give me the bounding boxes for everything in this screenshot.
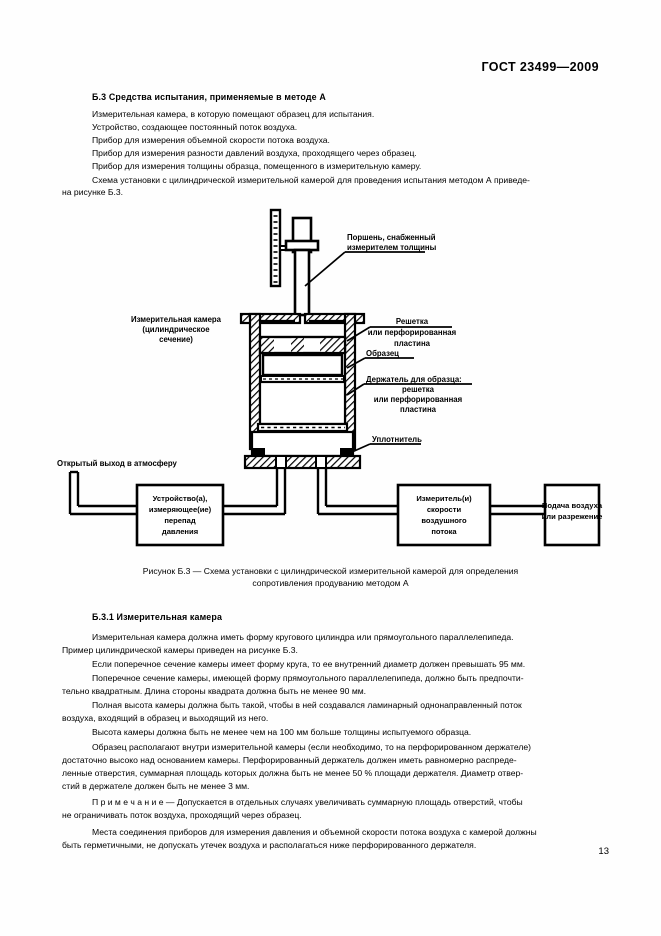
page-number: 13: [598, 846, 609, 857]
b31-p3-l2: тельно квадратным. Длина стороны квадрат…: [62, 686, 367, 696]
pressure-box-line-4: давления: [162, 527, 198, 536]
chamber-label-line-3: сечение): [159, 335, 193, 344]
b31-p6-l3: ленные отверстия, суммарная площадь кото…: [62, 768, 524, 778]
specimen-label: Образец: [366, 349, 399, 358]
upper-grid-plate: [258, 335, 347, 355]
seal-gasket: [253, 448, 352, 457]
piston-label-line-2: измерителем толщины: [347, 243, 437, 252]
grid-label-line-3: пластина: [394, 339, 431, 348]
flow-meter-box: Измеритель(и) скорости воздушного потока: [396, 483, 492, 547]
b31-p6-l1: Образец располагают внутри измерительной…: [92, 742, 532, 752]
b31-p2-l1: Если поперечное сечение камеры имеет фор…: [92, 659, 526, 669]
specimen-block: [261, 353, 344, 377]
b31-p1-l2: Пример цилиндрической камеры приведен на…: [62, 645, 298, 655]
chamber-plenum: [250, 430, 355, 458]
pressure-box-line-2: измеряющее(ие): [149, 505, 212, 514]
chamber-top-flange: [239, 312, 366, 325]
flow-box-line-3: воздушного: [421, 516, 467, 525]
pressure-device-box: Устройство(а), измеряющее(ие) перепад да…: [135, 483, 225, 547]
supply-box-line-1: Подача воздуха: [542, 501, 603, 510]
grid-label-line-1: Решетка: [396, 317, 429, 326]
b3-line-3: Прибор для измерения объемной скорости п…: [92, 135, 330, 145]
airflow-pipe: [316, 468, 398, 516]
b3-closing-line-1: Схема установки с цилиндрической измерит…: [92, 175, 530, 185]
chamber-label-line-2: (цилиндрическое: [142, 325, 210, 334]
figure-caption-line-2: сопротивления продуванию методом А: [252, 578, 409, 589]
sample-holder-perforated-plate: [256, 422, 349, 433]
open-outlet-label: Открытый выход в атмосферу: [57, 459, 178, 468]
b31-p1-l1: Измерительная камера должна иметь форму …: [92, 632, 514, 642]
callout-piston: Поршень, снабженный измерителем толщины: [304, 233, 437, 287]
thickness-gauge-scale: [269, 208, 282, 288]
grid-label-line-2: или перфорированная: [368, 328, 456, 337]
b31-note-l2: не ограничивать поток воздуха, проходящи…: [62, 810, 302, 820]
b31-note-l1: П р и м е ч а н и е — Допускается в отде…: [92, 797, 523, 807]
flow-box-line-1: Измеритель(и): [416, 494, 472, 503]
piston-head: [284, 216, 320, 254]
b3-closing-line-2: на рисунке Б.3.: [62, 187, 124, 197]
supply-connection-pipe: [490, 504, 545, 516]
standard-number-header: ГОСТ 23499—2009: [481, 60, 599, 74]
atmosphere-outlet-pipe: [68, 470, 137, 516]
chamber-lower-cavity: [258, 380, 347, 426]
pressure-box-line-3: перепад: [164, 516, 195, 525]
b31-final-l2: быть герметичными, не допускать утечек в…: [62, 840, 477, 850]
b31-p6-l2: достаточно высоко над основанием камеры.…: [62, 755, 517, 765]
b31-p5-l1: Высота камеры должна быть не менее чем н…: [92, 727, 472, 737]
b3-line-1: Измерительная камера, в которую помещают…: [92, 109, 375, 119]
b31-p4-l2: воздуха, входящий в образец и выходящий …: [62, 713, 269, 723]
b3-line-2: Устройство, создающее постоянный поток в…: [92, 122, 298, 132]
supply-box-line-2: или разрежение: [542, 512, 603, 521]
flow-box-line-4: потока: [431, 527, 457, 536]
holder-label-line-1: Держатель для образца:: [366, 375, 462, 384]
b3-line-5: Прибор для измерения толщины образца, по…: [92, 161, 422, 171]
b31-p4-l1: Полная высота камеры должна быть такой, …: [92, 700, 522, 710]
figure-caption: Рисунок Б.3 — Схема установки с цилиндри…: [62, 565, 599, 590]
chamber-label-line-1: Измерительная камера: [131, 315, 222, 324]
b3-line-4: Прибор для измерения разности давлений в…: [92, 148, 417, 158]
figure-b3: Устройство(а), измеряющее(ие) перепад да…: [0, 196, 661, 566]
flow-box-line-2: скорости: [427, 505, 462, 514]
callout-specimen: Образец: [346, 349, 414, 369]
air-supply-box: Подача воздуха или разрежение: [542, 483, 603, 547]
figure-caption-line-1: Рисунок Б.3 — Схема установки с цилиндри…: [142, 566, 519, 576]
pressure-box-line-1: Устройство(а),: [153, 494, 208, 503]
callout-grid-plate: Решетка или перфорированная пластина: [346, 317, 456, 348]
callout-sample-holder: Держатель для образца: решетка или перфо…: [346, 375, 472, 414]
b31-p3-l1: Поперечное сечение камеры, имеющей форму…: [92, 673, 524, 683]
seal-label: Уплотнитель: [372, 435, 422, 444]
chamber-base-plate: [243, 454, 362, 470]
holder-label-line-3: или перфорированная: [374, 395, 462, 404]
section-b31-heading: Б.3.1 Измерительная камера: [92, 612, 223, 622]
b31-final-l1: Места соединения приборов для измерения …: [92, 827, 537, 837]
holder-label-line-4: пластина: [400, 405, 437, 414]
piston-label-line-1: Поршень, снабженный: [347, 233, 436, 242]
b31-p6-l4: стий в держателе должен быть не менее 3 …: [62, 781, 250, 791]
callout-seal: Уплотнитель: [351, 435, 422, 453]
apparatus-schematic: Устройство(а), измеряющее(ие) перепад да…: [57, 208, 603, 547]
callout-measuring-chamber: Измерительная камера (цилиндрическое сеч…: [131, 315, 222, 344]
holder-label-line-2: решетка: [402, 385, 435, 394]
section-b3-heading: Б.3 Средства испытания, применяемые в ме…: [92, 92, 326, 102]
piston-rod: [293, 248, 311, 317]
callout-open-outlet: Открытый выход в атмосферу: [57, 459, 178, 468]
